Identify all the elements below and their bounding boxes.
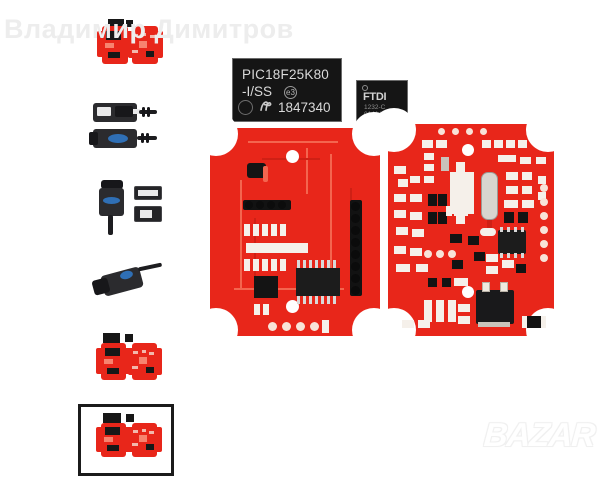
thumbnail-2-image	[84, 177, 168, 239]
ftdi-pin1-dot-icon	[362, 85, 368, 91]
thumbnail-4-image	[84, 331, 168, 393]
bazar-watermark-text: BAZAR	[482, 416, 596, 453]
bazar-watermark: BAZAR	[482, 416, 596, 454]
thumbnail-3[interactable]	[78, 252, 174, 324]
pic-chip-lot-code: 1847340	[278, 100, 331, 115]
pcb-solder-side	[372, 108, 570, 352]
seller-watermark: Владимир Димитров	[4, 14, 294, 44]
thumbnail-rail	[78, 8, 174, 476]
pcb-component-side	[194, 112, 396, 352]
pic-chip-e3-mark: e3	[284, 86, 297, 99]
microchip-logo-icon	[258, 99, 274, 114]
main-product-image[interactable]: PIC18F25K80 -I/SS e3 1847340 FTDI 1232-C…	[194, 46, 592, 376]
pic-chip-line1: PIC18F25K80	[242, 67, 330, 82]
ftdi-chip-brand: FTDI	[363, 91, 387, 103]
thumbnail-1-image	[84, 97, 168, 159]
thumbnail-5[interactable]	[78, 404, 174, 476]
pic-chip-line2: -I/SS	[242, 84, 273, 99]
chip-pin1-notch-icon	[238, 100, 253, 115]
thumbnail-3-image	[84, 257, 168, 319]
thumbnail-2[interactable]	[78, 172, 174, 244]
thumbnail-4[interactable]	[78, 326, 174, 398]
ftdi-chip-line2: 1232-C	[364, 104, 386, 111]
thumbnail-1[interactable]	[78, 92, 174, 164]
thumbnail-0[interactable]	[78, 12, 174, 84]
thumbnail-5-image	[84, 409, 168, 471]
pic-microcontroller-chip-inset: PIC18F25K80 -I/SS e3 1847340	[232, 58, 342, 122]
thumbnail-0-image	[84, 17, 168, 79]
